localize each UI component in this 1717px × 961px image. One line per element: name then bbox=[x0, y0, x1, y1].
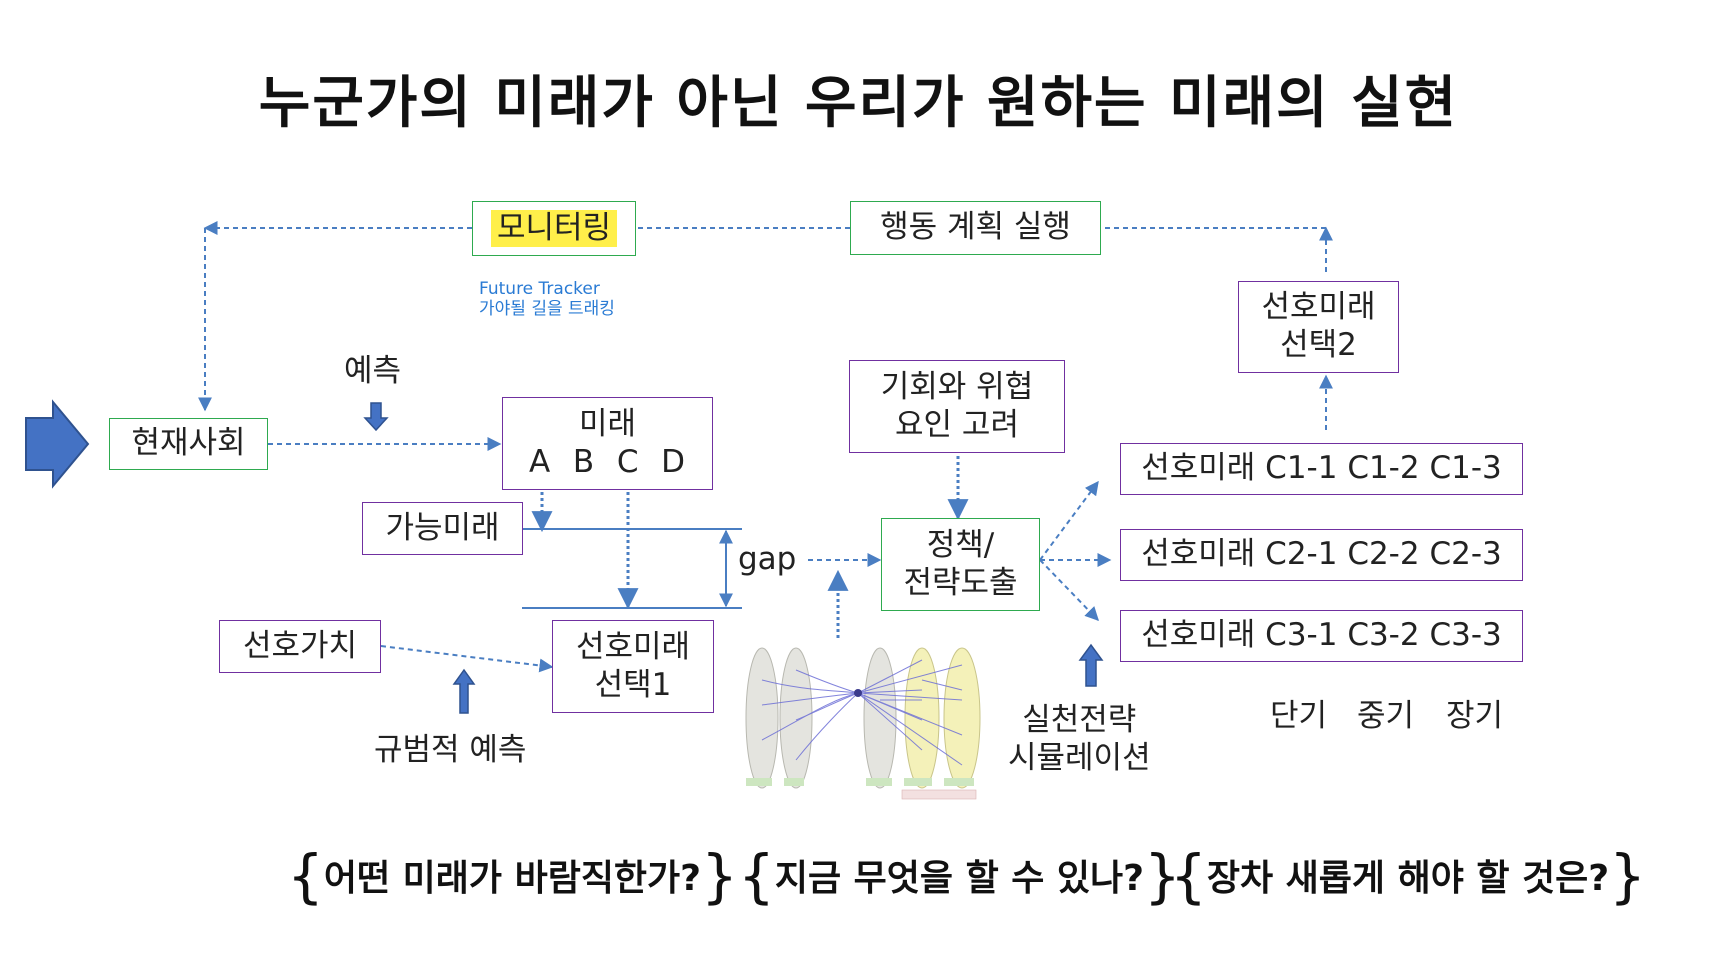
preferred-future-2-line2: 선택2 bbox=[1280, 327, 1357, 363]
horizon-long-label: 장기 bbox=[1446, 698, 1504, 734]
brace-right-icon: } bbox=[1144, 842, 1181, 910]
network-figure bbox=[745, 647, 981, 800]
possible-future-label: 가능미래 bbox=[385, 509, 500, 546]
policy-strategy-line1: 정책/ bbox=[926, 526, 995, 563]
brace-right-icon: } bbox=[1609, 842, 1647, 910]
gap-label: gap bbox=[738, 541, 797, 577]
brace-left-icon: { bbox=[287, 842, 324, 910]
future-options: A B C D bbox=[528, 443, 687, 480]
brace-left-icon: { bbox=[1170, 842, 1207, 910]
policy-strategy-line2: 전략도출 bbox=[903, 564, 1018, 601]
preferred-values-label: 선호가치 bbox=[242, 627, 358, 664]
preferred-values-box: 선호가치 bbox=[219, 620, 381, 673]
preferred-future-1-line1: 선호미래 bbox=[575, 628, 691, 665]
forecast-label: 예측 bbox=[344, 353, 402, 389]
brace-left-icon: { bbox=[738, 842, 775, 910]
preferred-future-c3-label: 선호미래 C3-1 C3-2 C3-3 bbox=[1141, 617, 1502, 654]
practice-strategy-line1: 실천전략 bbox=[1022, 702, 1137, 738]
policy-strategy-box: 정책/ 전략도출 bbox=[881, 518, 1040, 611]
question-1-text: 어떤 미래가 바람직한가? bbox=[323, 858, 702, 899]
preferred-future-c2-label: 선호미래 C2-1 C2-2 C2-3 bbox=[1141, 536, 1502, 573]
preferred-future-2-box: 선호미래 선택2 bbox=[1238, 281, 1399, 373]
future-title: 미래 bbox=[578, 405, 637, 442]
brace-right-icon: } bbox=[701, 842, 738, 910]
possible-future-box: 가능미래 bbox=[362, 502, 523, 555]
present-society-box: 현재사회 bbox=[109, 418, 268, 470]
question-1: {어떤 미래가 바람직한가?} bbox=[287, 842, 738, 910]
opportunity-threat-line1: 기회와 위협 bbox=[880, 368, 1034, 405]
present-society-label: 현재사회 bbox=[131, 425, 246, 462]
question-2-text: 지금 무엇을 할 수 있나? bbox=[774, 858, 1145, 899]
practice-strategy-line2: 시뮬레이션 bbox=[1008, 739, 1151, 776]
future-tracker-caption: Future Tracker 가야될 길을 트래킹 bbox=[479, 279, 615, 319]
preferred-future-c3-box: 선호미래 C3-1 C3-2 C3-3 bbox=[1120, 610, 1523, 662]
opportunity-threat-line2: 요인 고려 bbox=[895, 406, 1019, 443]
connector-values-to-preferred bbox=[380, 645, 554, 673]
question-3: {장차 새롭게 해야 할 것은?} bbox=[1170, 842, 1646, 910]
preferred-future-c1-label: 선호미래 C1-1 C1-2 C1-3 bbox=[1141, 450, 1502, 487]
practice-up-arrow-icon bbox=[1078, 643, 1104, 687]
action-plan-label: 행동 계획 실행 bbox=[880, 209, 1071, 246]
practice-strategy-label: 실천전략 시뮬레이션 bbox=[1008, 702, 1151, 778]
opportunity-threat-box: 기회와 위협 요인 고려 bbox=[849, 360, 1065, 453]
input-arrow-icon bbox=[25, 399, 90, 489]
normative-forecast-label: 규범적 예측 bbox=[374, 732, 527, 768]
monitoring-box: 모니터링 bbox=[472, 201, 636, 256]
preferred-future-c2-box: 선호미래 C2-1 C2-2 C2-3 bbox=[1120, 529, 1523, 581]
horizon-short-label: 단기 bbox=[1270, 698, 1328, 734]
question-3-text: 장차 새롭게 해야 할 것은? bbox=[1206, 858, 1610, 899]
action-plan-box: 행동 계획 실행 bbox=[850, 201, 1101, 255]
page-title: 누군가의 미래가 아닌 우리가 원하는 미래의 실현 bbox=[258, 71, 1459, 136]
preferred-future-2-line1: 선호미래 bbox=[1261, 289, 1376, 326]
preferred-future-1-line2: 선택1 bbox=[594, 666, 672, 703]
question-2: {지금 무엇을 할 수 있나?} bbox=[738, 842, 1181, 910]
preferred-future-1-box: 선호미래 선택1 bbox=[552, 620, 714, 713]
caption-line2: 가야될 길을 트래킹 bbox=[479, 299, 615, 319]
monitoring-label: 모니터링 bbox=[490, 209, 618, 248]
horizon-mid-label: 중기 bbox=[1357, 698, 1415, 734]
future-box: 미래 A B C D bbox=[502, 397, 713, 490]
caption-line1: Future Tracker bbox=[479, 279, 600, 299]
normative-up-arrow-icon bbox=[452, 668, 476, 714]
connector-policy-to-c3 bbox=[1039, 559, 1099, 622]
preferred-future-c1-box: 선호미래 C1-1 C1-2 C1-3 bbox=[1120, 443, 1523, 495]
forecast-arrow-icon bbox=[363, 402, 389, 432]
connector-policy-to-c1 bbox=[1039, 480, 1099, 561]
